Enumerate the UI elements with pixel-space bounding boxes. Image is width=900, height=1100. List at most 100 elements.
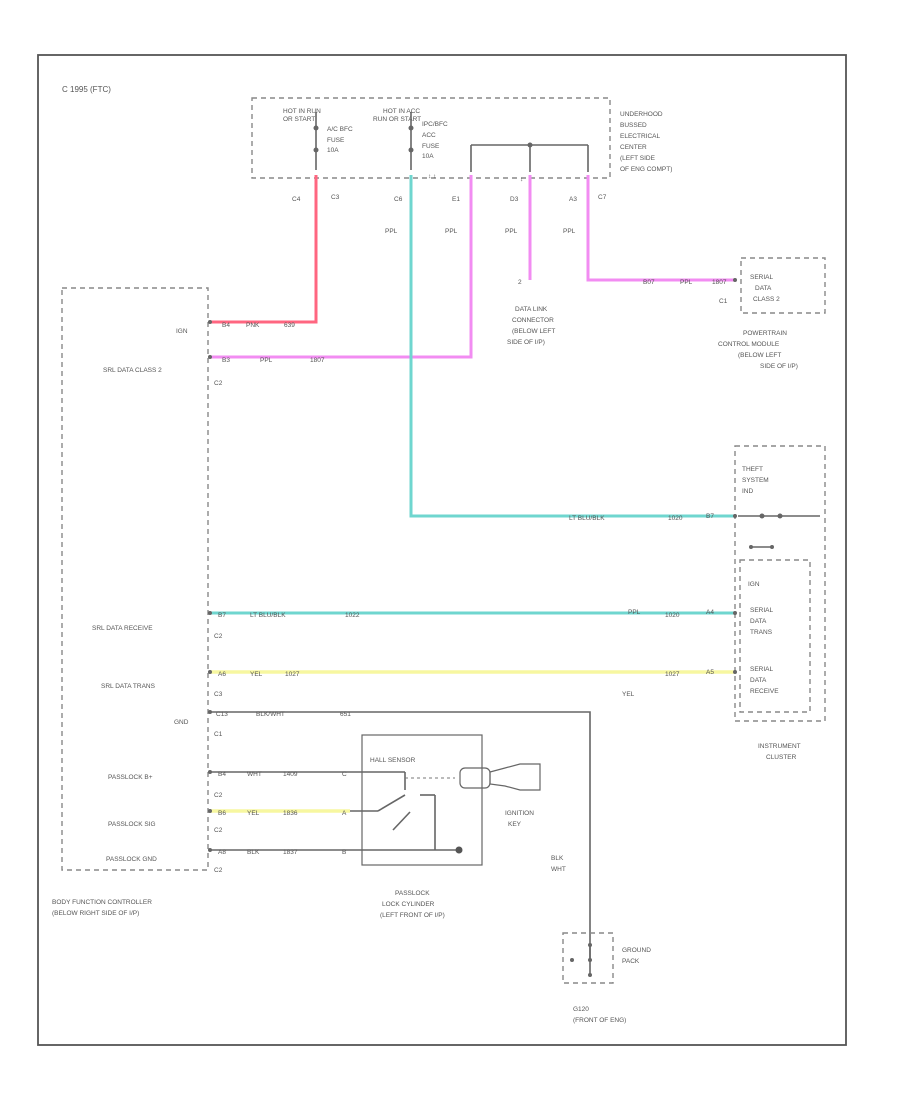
svg-text:A8: A8 bbox=[218, 849, 226, 856]
wire-labels: B4 PNK 639 B3 PPL 1807 LT BLU/BLK 1020 B… bbox=[216, 279, 728, 873]
svg-text:RECEIVE: RECEIVE bbox=[750, 688, 779, 695]
svg-text:IGNITION: IGNITION bbox=[505, 810, 534, 817]
svg-text:C2: C2 bbox=[214, 827, 223, 834]
svg-text:ACC: ACC bbox=[422, 132, 436, 139]
svg-text:BLK/WHT: BLK/WHT bbox=[256, 711, 285, 718]
svg-text:LT BLU/BLK: LT BLU/BLK bbox=[250, 612, 286, 619]
svg-text:C1: C1 bbox=[719, 298, 728, 305]
svg-text:CENTER: CENTER bbox=[620, 144, 647, 151]
svg-text:C2: C2 bbox=[214, 633, 223, 640]
wire-ground-black bbox=[210, 711, 591, 960]
powertrain-control-module: SERIAL DATA CLASS 2 POWERTRAIN CONTROL M… bbox=[718, 257, 826, 370]
svg-text:PACK: PACK bbox=[622, 958, 640, 965]
diagram-frame bbox=[37, 54, 847, 1046]
svg-text:WHT: WHT bbox=[551, 866, 566, 873]
svg-text:OF ENG COMPT): OF ENG COMPT) bbox=[620, 166, 672, 173]
svg-text:(FRONT OF ENG): (FRONT OF ENG) bbox=[573, 1017, 626, 1024]
svg-text:C13: C13 bbox=[216, 711, 228, 718]
svg-text:CLUSTER: CLUSTER bbox=[766, 754, 797, 761]
svg-text:PPL: PPL bbox=[680, 279, 693, 286]
svg-text:IGN: IGN bbox=[176, 328, 188, 335]
svg-text:DATA LINK: DATA LINK bbox=[515, 306, 548, 313]
wire-class2-pink bbox=[210, 175, 735, 359]
svg-text:BLK: BLK bbox=[247, 849, 260, 856]
svg-text:PASSLOCK: PASSLOCK bbox=[395, 890, 430, 897]
svg-text:LOCK CYLINDER: LOCK CYLINDER bbox=[382, 901, 435, 908]
svg-text:PPL: PPL bbox=[445, 228, 458, 235]
svg-text:PPL: PPL bbox=[260, 357, 273, 364]
svg-text:↕ ↕: ↕ ↕ bbox=[428, 173, 436, 180]
svg-text:C7: C7 bbox=[598, 194, 607, 201]
svg-text:A5: A5 bbox=[706, 669, 714, 676]
svg-text:UNDERHOOD: UNDERHOOD bbox=[620, 111, 663, 118]
svg-text:SIDE OF I/P): SIDE OF I/P) bbox=[507, 339, 545, 346]
svg-text:B4: B4 bbox=[222, 322, 230, 329]
svg-text:(LEFT SIDE: (LEFT SIDE bbox=[620, 155, 656, 162]
ground-pack: GROUND PACK G120 (FRONT OF ENG) bbox=[562, 932, 651, 1024]
svg-text:1027: 1027 bbox=[665, 671, 680, 678]
svg-text:SRL DATA CLASS 2: SRL DATA CLASS 2 bbox=[103, 367, 162, 374]
svg-text:FUSE: FUSE bbox=[422, 143, 440, 150]
svg-text:DATA: DATA bbox=[755, 285, 772, 292]
svg-text:IND: IND bbox=[742, 488, 754, 495]
underhood-electrical-center: HOT IN RUN OR START HOT IN ACC RUN OR ST… bbox=[251, 97, 672, 183]
svg-text:GND: GND bbox=[174, 719, 189, 726]
svg-text:D3: D3 bbox=[510, 196, 519, 203]
svg-text:DATA: DATA bbox=[750, 618, 767, 625]
svg-text:A6: A6 bbox=[218, 671, 226, 678]
passlock-lock-cylinder: HALL SENSOR IGNITION KEY PASSLOCK LOCK C… bbox=[350, 734, 541, 919]
svg-text:639: 639 bbox=[284, 322, 295, 329]
svg-text:DATA: DATA bbox=[750, 677, 767, 684]
svg-text:10A: 10A bbox=[422, 153, 434, 160]
instrument-cluster: THEFT SYSTEM IND IGN SERIAL DATA TRANS S… bbox=[734, 445, 826, 761]
svg-text:C3: C3 bbox=[331, 194, 340, 201]
svg-text:KEY: KEY bbox=[508, 821, 522, 828]
svg-text:ELECTRICAL: ELECTRICAL bbox=[620, 133, 660, 140]
svg-text:E1: E1 bbox=[452, 196, 460, 203]
svg-text:C2: C2 bbox=[214, 867, 223, 874]
svg-text:IGN: IGN bbox=[748, 581, 760, 588]
svg-text:GROUND: GROUND bbox=[622, 947, 651, 954]
svg-text:2: 2 bbox=[518, 279, 522, 286]
svg-text:651: 651 bbox=[340, 711, 351, 718]
svg-text:PPL: PPL bbox=[563, 228, 576, 235]
svg-text:PASSLOCK B+: PASSLOCK B+ bbox=[108, 774, 153, 781]
svg-text:C: C bbox=[342, 771, 347, 778]
svg-text:FUSE: FUSE bbox=[327, 137, 345, 144]
svg-text:(BELOW LEFT: (BELOW LEFT bbox=[738, 352, 781, 359]
svg-text:YEL: YEL bbox=[622, 691, 635, 698]
svg-text:SERIAL: SERIAL bbox=[750, 607, 774, 614]
svg-text:(BELOW RIGHT SIDE OF I/P): (BELOW RIGHT SIDE OF I/P) bbox=[52, 910, 139, 917]
svg-text:1027: 1027 bbox=[285, 671, 300, 678]
svg-text:WHT: WHT bbox=[247, 771, 262, 778]
svg-text:G120: G120 bbox=[573, 1006, 589, 1013]
svg-text:INSTRUMENT: INSTRUMENT bbox=[758, 743, 801, 750]
svg-text:HOT IN RUN: HOT IN RUN bbox=[283, 108, 321, 115]
svg-text:CLASS 2: CLASS 2 bbox=[753, 296, 780, 303]
svg-text:TRANS: TRANS bbox=[750, 629, 773, 636]
svg-text:C1: C1 bbox=[214, 731, 223, 738]
svg-text:PPL: PPL bbox=[505, 228, 518, 235]
svg-text:SERIAL: SERIAL bbox=[750, 274, 774, 281]
svg-text:A4: A4 bbox=[706, 609, 714, 616]
svg-text:B: B bbox=[342, 849, 346, 856]
svg-text:LT BLU/BLK: LT BLU/BLK bbox=[569, 515, 605, 522]
bfc-pin-markers bbox=[208, 278, 737, 852]
svg-text:B4: B4 bbox=[218, 771, 226, 778]
svg-text:B7: B7 bbox=[706, 513, 714, 520]
body-function-controller: IGN SRL DATA CLASS 2 C2 SRL DATA RECEIVE… bbox=[52, 287, 223, 917]
svg-text:↕: ↕ bbox=[520, 176, 523, 183]
svg-text:BLK: BLK bbox=[551, 855, 564, 862]
svg-text:OR START: OR START bbox=[283, 116, 315, 123]
svg-text:C4: C4 bbox=[292, 196, 301, 203]
svg-text:1836: 1836 bbox=[283, 810, 298, 817]
svg-text:1409: 1409 bbox=[283, 771, 298, 778]
svg-text:PASSLOCK GND: PASSLOCK GND bbox=[106, 856, 157, 863]
data-link-connector: 2 DATA LINK CONNECTOR (BELOW LEFT SIDE O… bbox=[507, 279, 555, 346]
svg-text:SRL DATA RECEIVE: SRL DATA RECEIVE bbox=[92, 625, 153, 632]
svg-text:IPC/BFC: IPC/BFC bbox=[422, 121, 448, 128]
svg-text:B7: B7 bbox=[218, 612, 226, 619]
svg-text:PNK: PNK bbox=[246, 322, 260, 329]
svg-text:CONNECTOR: CONNECTOR bbox=[512, 317, 554, 324]
